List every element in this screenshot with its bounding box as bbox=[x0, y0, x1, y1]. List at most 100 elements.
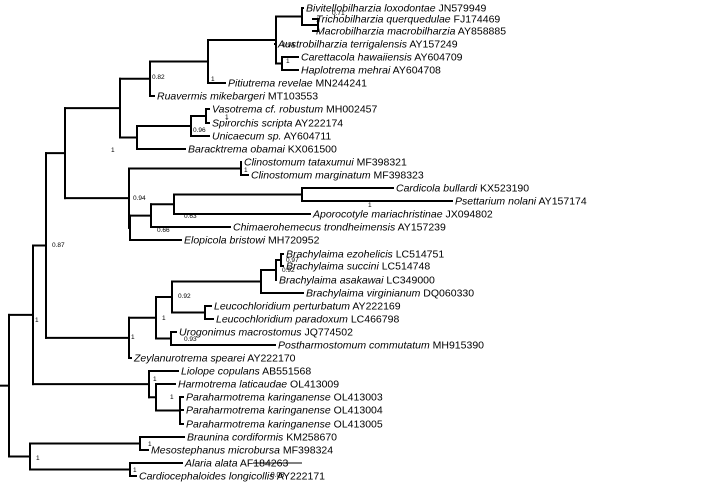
taxon-accession: MF398324 bbox=[280, 445, 333, 457]
scale-bar: 0.08 bbox=[253, 462, 302, 479]
taxon-accession: AY222170 bbox=[245, 353, 296, 365]
taxon-label: Spirorchis scripta AY222174 bbox=[212, 118, 343, 130]
taxon-label: Paraharmotrema karinganense OL413005 bbox=[186, 419, 383, 431]
taxon-label: Bivitellobilharzia loxodontae JN579949 bbox=[306, 3, 487, 15]
taxon-labels: Bivitellobilharzia loxodontae JN579949Tr… bbox=[133, 3, 587, 483]
taxon-label: Clinostomum tataxumui MF398321 bbox=[244, 157, 407, 169]
taxon-species-name: Baracktrema obamai bbox=[188, 144, 286, 156]
taxon-species-name: Bivitellobilharzia loxodontae bbox=[306, 3, 436, 15]
support-value: 1 bbox=[153, 376, 157, 383]
taxon-species-name: Vasotrema cf. robustum bbox=[212, 104, 323, 116]
taxon-species-name: Mesostephanus microbursa bbox=[151, 445, 280, 457]
taxon-accession: DQ060330 bbox=[420, 288, 474, 300]
taxon-species-name: Chimaerohemecus trondheimensis bbox=[233, 222, 396, 234]
taxon-species-name: Haplotrema mehrai bbox=[301, 65, 391, 77]
taxon-label: Ruavermis mikebargeri MT103553 bbox=[157, 91, 318, 103]
taxon-label: Aporocotyle mariachristinae JX094802 bbox=[312, 209, 493, 221]
taxon-accession: OL413009 bbox=[287, 379, 339, 391]
taxon-label: Carettacola hawaiiensis AY604709 bbox=[301, 52, 463, 64]
taxon-accession: AY604708 bbox=[390, 65, 441, 77]
taxon-species-name: Clinostomum marginatum bbox=[251, 170, 371, 182]
taxon-species-name: Austrobilharzia terrigalensis bbox=[277, 39, 408, 51]
taxon-accession: AY157239 bbox=[395, 222, 446, 234]
support-value: 1 bbox=[316, 17, 320, 24]
taxon-accession: OL413003 bbox=[331, 392, 383, 404]
taxon-label: Brachylaima ezohelicis LC514751 bbox=[286, 249, 444, 261]
taxon-species-name: Pitiutrema revelae bbox=[228, 78, 313, 90]
taxon-label: Unicaecum sp. AY604711 bbox=[212, 131, 331, 143]
taxon-label: Brachylaima succini LC514748 bbox=[286, 261, 430, 273]
taxon-species-name: Postharmostomum commutatum bbox=[278, 340, 430, 352]
taxon-label: Leucochloridium perturbatum AY222169 bbox=[214, 301, 401, 313]
taxon-label: Elopicola bristowi MH720952 bbox=[184, 235, 320, 247]
taxon-accession: AB551568 bbox=[260, 366, 312, 378]
taxon-species-name: Elopicola bristowi bbox=[184, 235, 266, 247]
tree-branches bbox=[0, 7, 453, 477]
taxon-accession: AY858885 bbox=[455, 26, 506, 38]
taxon-label: Psettarium nolani AY157174 bbox=[455, 196, 587, 208]
taxon-accession: MT103553 bbox=[265, 91, 318, 103]
taxon-species-name: Paraharmotrema karinganense bbox=[186, 405, 331, 417]
taxon-species-name: Brachylaima ezohelicis bbox=[286, 249, 394, 261]
taxon-accession: AY604709 bbox=[412, 52, 463, 64]
support-value: 1 bbox=[111, 147, 115, 154]
taxon-accession: LC349000 bbox=[383, 275, 435, 287]
taxon-accession: KX061500 bbox=[285, 144, 337, 156]
support-value: 0.94 bbox=[133, 195, 146, 202]
taxon-label: Zeylanurotrema spearei AY222170 bbox=[133, 353, 296, 365]
taxon-accession: AY222171 bbox=[274, 471, 325, 483]
support-value: 1 bbox=[148, 441, 152, 448]
support-value: 0.93 bbox=[184, 336, 197, 343]
taxon-species-name: Brachylaima virginianum bbox=[306, 288, 421, 300]
taxon-species-name: Clinostomum tataxumui bbox=[244, 157, 354, 169]
taxon-label: Liolope copulans AB551568 bbox=[181, 366, 311, 378]
taxon-species-name: Cardiocephaloides longicollis bbox=[139, 471, 275, 483]
taxon-label: Macrobilharzia macrobilharzia AY858885 bbox=[316, 26, 506, 38]
taxon-species-name: Paraharmotrema karinganense bbox=[186, 392, 331, 404]
taxon-label: Postharmostomum commutatum MH915390 bbox=[278, 340, 484, 352]
taxon-species-name: Spirorchis scripta bbox=[212, 118, 293, 130]
taxon-species-name: Leucochloridium perturbatum bbox=[214, 301, 350, 313]
support-values: 0.71110.9410.8210.961110.630.660.940.970… bbox=[35, 10, 372, 474]
taxon-label: Braunina cordiformis KM258670 bbox=[187, 432, 337, 444]
taxon-species-name: Harmotrema laticaudae bbox=[178, 379, 287, 391]
taxon-accession: KM258670 bbox=[283, 432, 337, 444]
taxon-label: Cardiocephaloides longicollis AY222171 bbox=[139, 471, 325, 483]
taxon-label: Paraharmotrema karinganense OL413004 bbox=[186, 405, 383, 417]
taxon-accession: MH720952 bbox=[265, 235, 319, 247]
taxon-accession: MF398321 bbox=[354, 157, 407, 169]
support-value: 0.82 bbox=[152, 74, 165, 81]
taxon-species-name: Ruavermis mikebargeri bbox=[157, 91, 266, 103]
taxon-label: Chimaerohemecus trondheimensis AY157239 bbox=[233, 222, 446, 234]
taxon-label: Cardicola bullardi KX523190 bbox=[396, 183, 529, 195]
taxon-accession: MH002457 bbox=[323, 104, 377, 116]
support-value: 0.63 bbox=[184, 213, 197, 220]
support-value: 1 bbox=[133, 467, 137, 474]
taxon-label: Austrobilharzia terrigalensis AY157249 bbox=[277, 39, 458, 51]
taxon-accession: LC466798 bbox=[348, 314, 400, 326]
taxon-species-name: Unicaecum sp. bbox=[212, 131, 281, 143]
taxon-accession: JQ774502 bbox=[302, 327, 354, 339]
taxon-label: Leucochloridium paradoxum LC466798 bbox=[216, 314, 399, 326]
taxon-species-name: Carettacola hawaiiensis bbox=[301, 52, 413, 64]
support-value: 1 bbox=[35, 317, 39, 324]
taxon-accession: MF398323 bbox=[371, 170, 424, 182]
taxon-species-name: Zeylanurotrema spearei bbox=[133, 353, 246, 365]
taxon-species-name: Urogonimus macrostomus bbox=[179, 327, 302, 339]
taxon-species-name: Alaria alata bbox=[184, 458, 238, 470]
taxon-label: Vasotrema cf. robustum MH002457 bbox=[212, 104, 378, 116]
support-value: 1 bbox=[162, 315, 166, 322]
taxon-species-name: Psettarium nolani bbox=[455, 196, 537, 208]
taxon-species-name: Aporocotyle mariachristinae bbox=[312, 209, 443, 221]
taxon-species-name: Paraharmotrema karinganense bbox=[186, 419, 331, 431]
support-value: 1 bbox=[244, 167, 248, 174]
taxon-accession: AY157174 bbox=[536, 196, 587, 208]
scale-bar-label: 0.08 bbox=[271, 472, 285, 479]
support-value: 0.97 bbox=[286, 257, 299, 264]
taxon-species-name: Leucochloridium paradoxum bbox=[216, 314, 348, 326]
support-value: 0.87 bbox=[52, 242, 65, 249]
taxon-accession: AY157249 bbox=[407, 39, 458, 51]
taxon-accession: FJ174469 bbox=[451, 14, 501, 26]
taxon-label: Mesostephanus microbursa MF398324 bbox=[151, 445, 333, 457]
taxon-label: Paraharmotrema karinganense OL413003 bbox=[186, 392, 383, 404]
